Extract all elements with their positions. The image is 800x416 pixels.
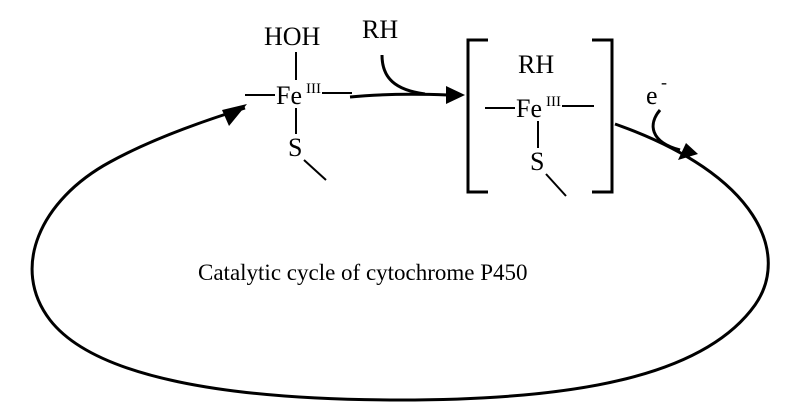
left-bracket [466,38,488,194]
cycle-arrow-left [222,104,247,126]
fe-label-2: Fe [516,94,542,123]
electron-charge: - [661,72,667,92]
right-bracket [592,38,614,194]
thiolate-label-1: S [288,133,302,162]
fe-oxidation-1: III [306,81,321,97]
thiolate-label-2: S [530,147,544,176]
resting-state-complex: HOH Fe III S [245,22,352,181]
s-cys-bond-2 [545,173,567,197]
cycle-arrow-right [678,143,698,160]
fe-oxidation-2: III [546,94,561,110]
s-cys-bond-1 [303,159,327,181]
electron-label: e [646,81,658,110]
cycle-loop [30,106,770,402]
diagram-caption: Catalytic cycle of cytochrome P450 [198,260,528,285]
fe-label-1: Fe [276,81,302,110]
bound-substrate-label: RH [518,50,554,79]
axial-water-label: HOH [264,22,321,51]
substrate-curve [380,54,426,96]
substrate-bound-complex: RH Fe III S [466,38,614,197]
binding-arrow [349,92,449,99]
binding-arrowhead [446,86,465,104]
electron-curve [651,109,681,152]
substrate-label: RH [362,15,398,44]
